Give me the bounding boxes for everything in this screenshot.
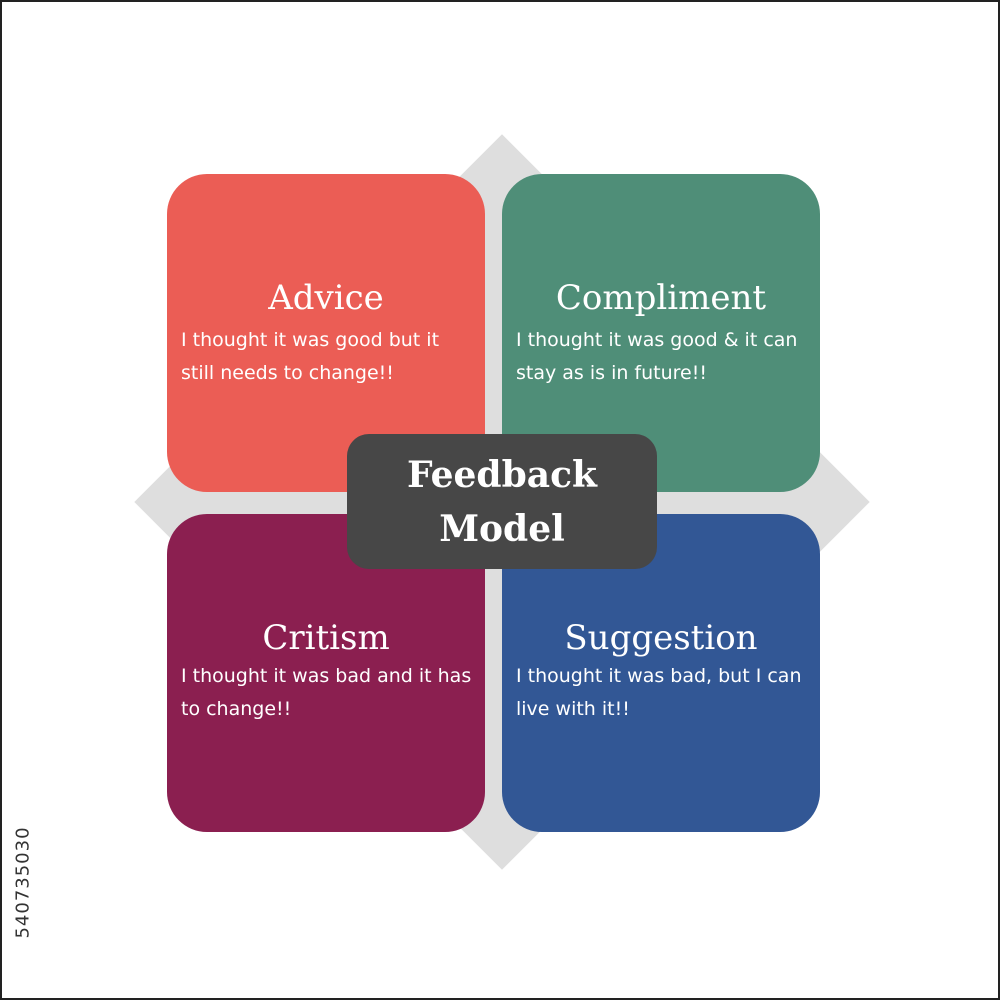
compliment-title: Compliment [555,278,767,318]
suggestion-title: Suggestion [564,618,758,658]
center-title-box: Feedback Model [347,434,657,569]
suggestion-description: I thought it was bad, but I can live wit… [516,665,802,720]
compliment-description: I thought it was good & it can stay as i… [516,329,798,384]
critism-title: Critism [262,618,390,658]
center-title: Feedback Model [407,453,597,550]
critism-description: I thought it was bad and it has to chang… [181,665,472,720]
side-id-text: 540735030 [12,825,34,939]
critism-card: Critism I thought it was bad and it has … [167,514,485,832]
advice-card: Advice I thought it was good but it stil… [167,174,485,492]
side-id: 540735030 [6,762,40,1000]
advice-description: I thought it was good but it still needs… [181,329,440,384]
advice-title: Advice [268,278,384,318]
